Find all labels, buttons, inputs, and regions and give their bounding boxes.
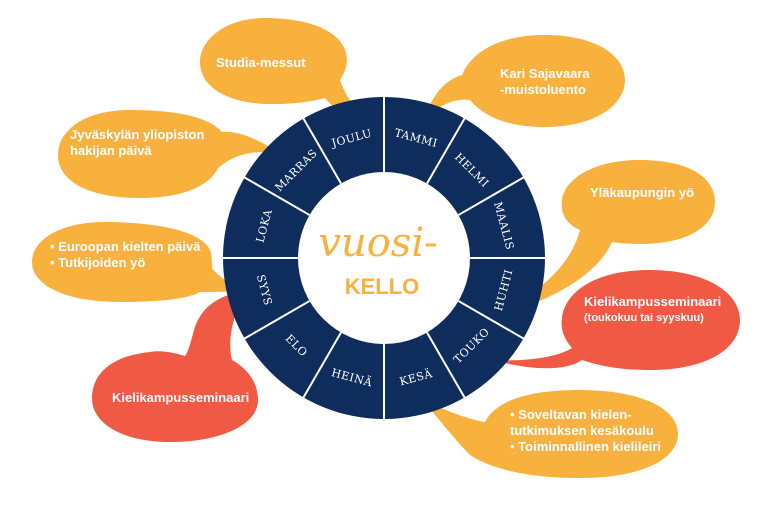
wheel-spoke: [302, 117, 342, 185]
bubble-hakijan-paiva: [58, 110, 284, 198]
logo-word: KELLO: [345, 274, 420, 299]
bubble-ylakaupungin-yo: [488, 160, 715, 318]
bubble-syys-events: [32, 222, 246, 302]
bubble-kesa-events: [422, 390, 678, 478]
year-wheel: TAMMIHELMIMAALISHUHTITOUKOKESÄHEINÄELOSY…: [222, 96, 546, 420]
event-syys-line2: • Tutkijoiden yö: [50, 255, 145, 270]
wheel-spoke: [243, 176, 311, 216]
wheel-spoke: [302, 331, 342, 399]
event-ylakaupungin-yo: Yläkaupungin yö: [590, 185, 694, 200]
event-kesa-line3: • Toiminnallinen kielileiri: [510, 439, 661, 454]
event-kielikampus-touko-sub: (toukokuu tai syyskuu): [584, 312, 704, 324]
event-kesa-line1: • Soveltavan kielen-: [510, 407, 632, 422]
event-kesa-line2: tutkimuksen kesäkoulu: [510, 423, 654, 438]
event-kielikampus-syys: Kielikampusseminaari: [112, 390, 249, 405]
event-hakijan-paiva-line2: hakijan päivä: [70, 143, 152, 158]
wheel-spoke: [426, 331, 466, 399]
wheel-spoke: [426, 117, 466, 185]
wheel-spoke: [457, 176, 525, 216]
event-sajavaara-line2: -muistoluento: [500, 82, 586, 97]
bubble-studia: [200, 18, 370, 122]
logo-script: vuosi-: [318, 220, 437, 266]
bubble-kielikampus-syys: [92, 291, 258, 442]
wheel-spoke: [457, 300, 525, 340]
logo: vuosi- KELLO: [318, 220, 437, 299]
bubble-sajavaara: [425, 35, 625, 127]
event-hakijan-paiva-line1: Jyväskylän yliopiston: [70, 127, 204, 142]
event-kielikampus-touko: Kielikampusseminaari: [584, 294, 721, 309]
event-studia: Studia-messut: [216, 55, 306, 70]
wheel-center: [298, 172, 470, 344]
event-syys-line1: • Euroopan kielten päivä: [50, 239, 201, 254]
wheel-spoke: [243, 300, 311, 340]
event-sajavaara-line1: Kari Sajavaara: [500, 66, 590, 81]
bubble-kielikampus-touko: [492, 270, 740, 370]
